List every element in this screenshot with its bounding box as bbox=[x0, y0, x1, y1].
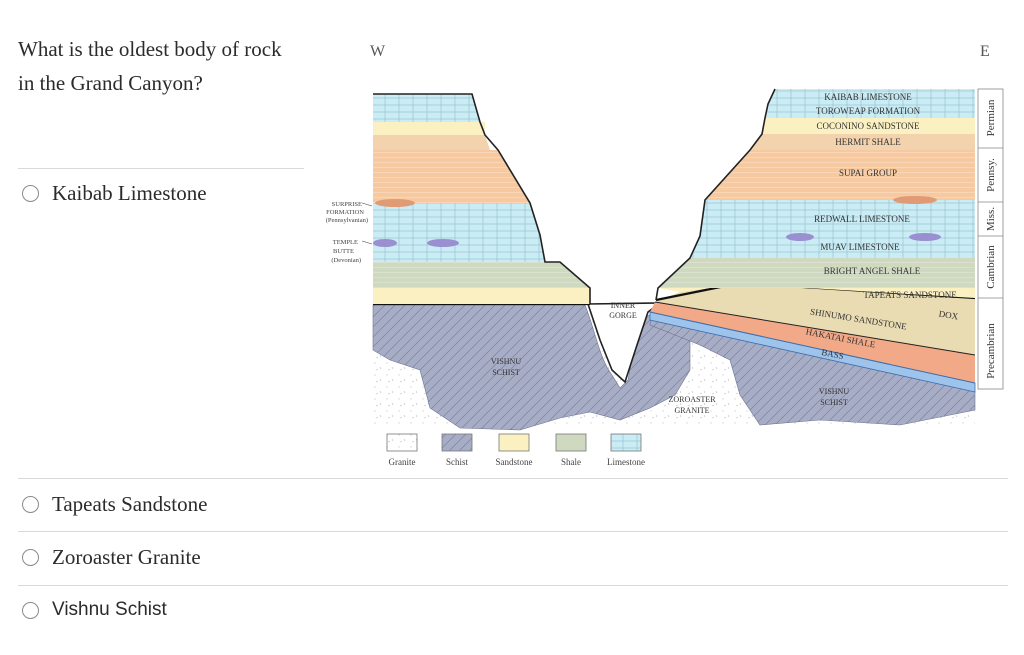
question-line-1: What is the oldest body of rock bbox=[18, 37, 282, 61]
label-vishnu-east-1: VISHNU bbox=[819, 387, 849, 396]
radio-vishnu-schist[interactable] bbox=[22, 601, 39, 619]
label-vishnu-east-2: SCHIST bbox=[820, 398, 848, 407]
period-precambrian: Precambrian bbox=[985, 323, 997, 379]
label-dox: DOX bbox=[938, 309, 959, 322]
toroweap-east bbox=[765, 104, 975, 118]
radio-tapeats-sandstone[interactable] bbox=[22, 495, 39, 513]
redwall-east bbox=[700, 200, 975, 236]
label-inner-2: GORGE bbox=[609, 311, 637, 320]
legend-granite: Granite bbox=[389, 457, 416, 467]
label-temple-3: (Devonian) bbox=[331, 257, 361, 264]
coconino-west bbox=[373, 122, 485, 135]
shinumo-sandstone-layer bbox=[655, 284, 975, 355]
option-label: Vishnu Schist bbox=[52, 599, 167, 620]
option-label: Tapeats Sandstone bbox=[52, 491, 208, 516]
divider-2 bbox=[18, 531, 1008, 532]
label-bright-angel: BRIGHT ANGEL SHALE bbox=[824, 266, 921, 276]
label-kaibab: KAIBAB LIMESTONE bbox=[824, 92, 912, 102]
label-inner-1: INNER bbox=[611, 301, 636, 310]
period-column: Permian Pennsy. Miss. Cambrian Precambri… bbox=[977, 88, 1004, 390]
kaibab-east bbox=[768, 89, 975, 104]
muav-west bbox=[373, 235, 545, 262]
label-hermit: HERMIT SHALE bbox=[835, 137, 901, 147]
label-coconino: COCONINO SANDSTONE bbox=[816, 121, 920, 131]
legend-shale-swatch bbox=[555, 433, 587, 452]
legend-limestone: Limestone bbox=[607, 457, 645, 467]
period-cambrian: Cambrian bbox=[985, 245, 997, 289]
period-miss: Miss. bbox=[985, 207, 997, 231]
label-surprise-1: SURPRISE bbox=[332, 201, 362, 208]
muav-east bbox=[690, 236, 975, 258]
label-zoroaster-1: ZOROASTER bbox=[668, 395, 716, 404]
legend-granite-swatch bbox=[386, 433, 418, 452]
divider-top bbox=[18, 168, 304, 169]
label-tapeats: TAPEATS SANDSTONE bbox=[863, 290, 957, 300]
label-temple-2: BUTTE bbox=[333, 248, 354, 255]
divider-1 bbox=[18, 478, 1008, 479]
period-pennsy: Pennsy. bbox=[985, 158, 997, 192]
question-line-2: in the Grand Canyon? bbox=[18, 71, 203, 95]
hermit-west bbox=[373, 135, 490, 150]
tapeats-west bbox=[373, 288, 590, 304]
label-supai: SUPAI GROUP bbox=[839, 168, 897, 178]
legend-sandstone-swatch bbox=[498, 433, 530, 452]
option-kaibab-limestone[interactable]: Kaibab Limestone bbox=[22, 178, 207, 208]
divider-3 bbox=[18, 585, 1008, 586]
option-vishnu-schist[interactable]: Vishnu Schist bbox=[22, 595, 167, 625]
label-temple-1: TEMPLE bbox=[333, 239, 358, 246]
east-label: E bbox=[980, 43, 990, 60]
hermit-east bbox=[750, 134, 975, 150]
option-label: Kaibab Limestone bbox=[52, 180, 207, 205]
question-text: What is the oldest body of rock in the G… bbox=[18, 32, 318, 100]
option-tapeats-sandstone[interactable]: Tapeats Sandstone bbox=[22, 489, 207, 519]
option-label: Zoroaster Granite bbox=[52, 544, 201, 569]
legend-limestone-swatch bbox=[610, 433, 642, 452]
west-label: W bbox=[370, 43, 386, 60]
hakatai-shale-layer bbox=[650, 302, 975, 383]
label-redwall: REDWALL LIMESTONE bbox=[814, 214, 910, 224]
period-permian: Permian bbox=[985, 99, 997, 136]
label-muav: MUAV LIMESTONE bbox=[820, 242, 900, 252]
kaibab-west bbox=[373, 94, 480, 122]
legend: Granite Schist Sandstone Shale Limestone bbox=[386, 433, 645, 467]
label-vishnu-west-2: SCHIST bbox=[492, 368, 520, 377]
label-surprise-2: FORMATION bbox=[326, 209, 364, 216]
legend-schist-swatch bbox=[441, 433, 473, 452]
label-surprise-3: (Pennsylvanian) bbox=[326, 217, 368, 224]
legend-sandstone: Sandstone bbox=[496, 457, 533, 467]
coconino-east bbox=[762, 118, 975, 134]
redwall-west bbox=[373, 203, 540, 235]
option-zoroaster-granite[interactable]: Zoroaster Granite bbox=[22, 542, 201, 572]
grand-canyon-cross-section: W E KAIBAB LIMESTONE TOROWE bbox=[326, 43, 1004, 467]
radio-kaibab-limestone[interactable] bbox=[22, 184, 39, 202]
legend-shale: Shale bbox=[561, 457, 581, 467]
vishnu-schist-east bbox=[649, 309, 976, 426]
label-vishnu-west-1: VISHNU bbox=[491, 357, 521, 366]
label-toroweap: TOROWEAP FORMATION bbox=[816, 106, 921, 116]
label-bass: BASS bbox=[821, 347, 845, 361]
legend-schist: Schist bbox=[446, 457, 469, 467]
label-zoroaster-2: GRANITE bbox=[674, 406, 709, 415]
radio-zoroaster-granite[interactable] bbox=[22, 548, 39, 566]
